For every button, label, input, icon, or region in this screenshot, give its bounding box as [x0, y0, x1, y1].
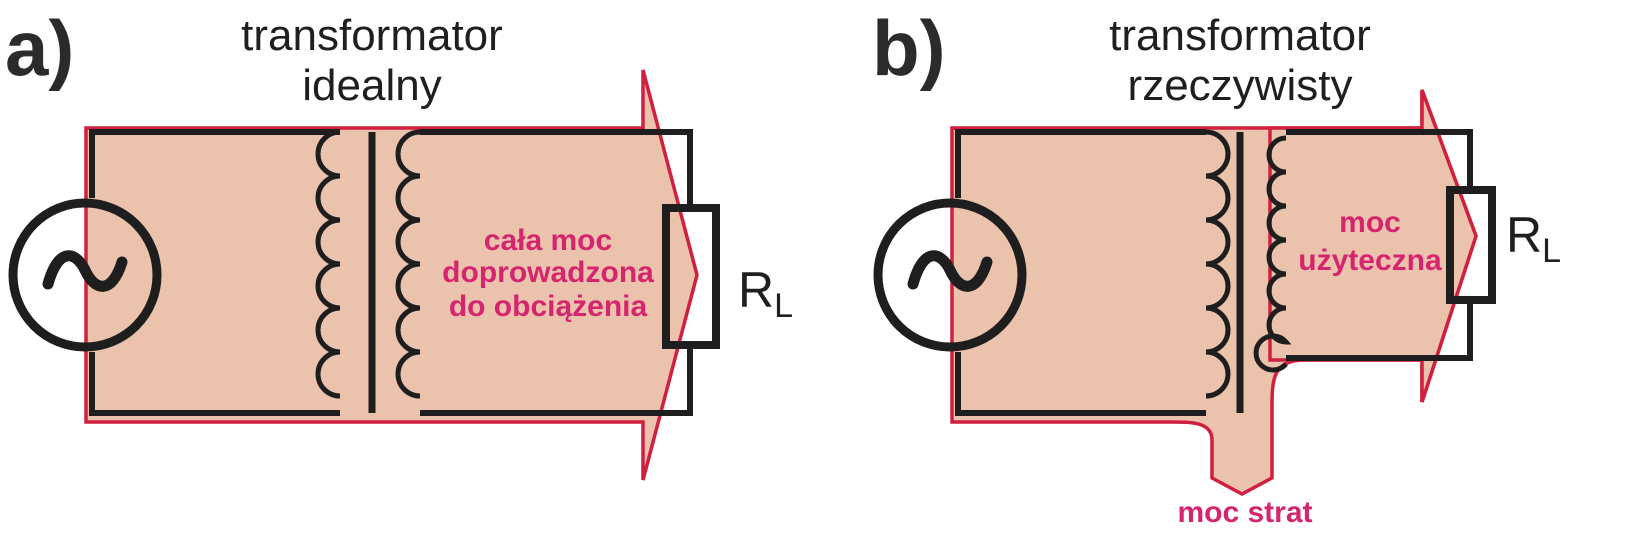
panel-a: a) transformator idealny cała moc doprow…: [5, 4, 793, 481]
primary-coil: [1205, 129, 1231, 399]
title-line-1: transformator: [241, 11, 503, 60]
panel-b: b) transformator rzeczywisty moc użytecz…: [872, 4, 1561, 529]
ac-source-icon: [873, 198, 1027, 352]
primary-circuit-wire: [955, 129, 1206, 416]
loss-power-label: moc strat: [1177, 496, 1312, 529]
resistor-icon: [1446, 186, 1496, 304]
title-line-2: rzeczywisty: [1128, 61, 1353, 110]
full-power-flow-arrow: [84, 69, 699, 481]
load-label: RL: [738, 262, 793, 325]
secondary-circuit-wire: [1286, 129, 1473, 361]
panel-label-a: a): [5, 4, 74, 92]
flow-text-line-1: cała moc: [484, 224, 612, 257]
ac-source-icon: [8, 198, 162, 352]
secondary-coil: [1253, 135, 1292, 373]
secondary-coil: [395, 129, 421, 399]
panel-label-b: b): [872, 4, 946, 92]
useful-power-line-2: użyteczna: [1298, 244, 1442, 277]
secondary-circuit-wire: [420, 129, 693, 416]
flow-text-line-3: do obciążenia: [449, 290, 648, 323]
primary-circuit-wire: [89, 129, 340, 416]
resistor-icon: [662, 204, 720, 349]
load-label: RL: [1506, 207, 1561, 270]
useful-power-line-1: moc: [1339, 206, 1401, 239]
title-line-1: transformator: [1109, 11, 1371, 60]
load-label-subscript: L: [774, 287, 793, 325]
title-line-2: idealny: [302, 61, 441, 110]
load-label-subscript: L: [1542, 232, 1561, 270]
load-label-main: R: [1506, 207, 1542, 263]
flow-text-line-2: doprowadzona: [442, 256, 654, 289]
load-label-main: R: [738, 262, 774, 318]
